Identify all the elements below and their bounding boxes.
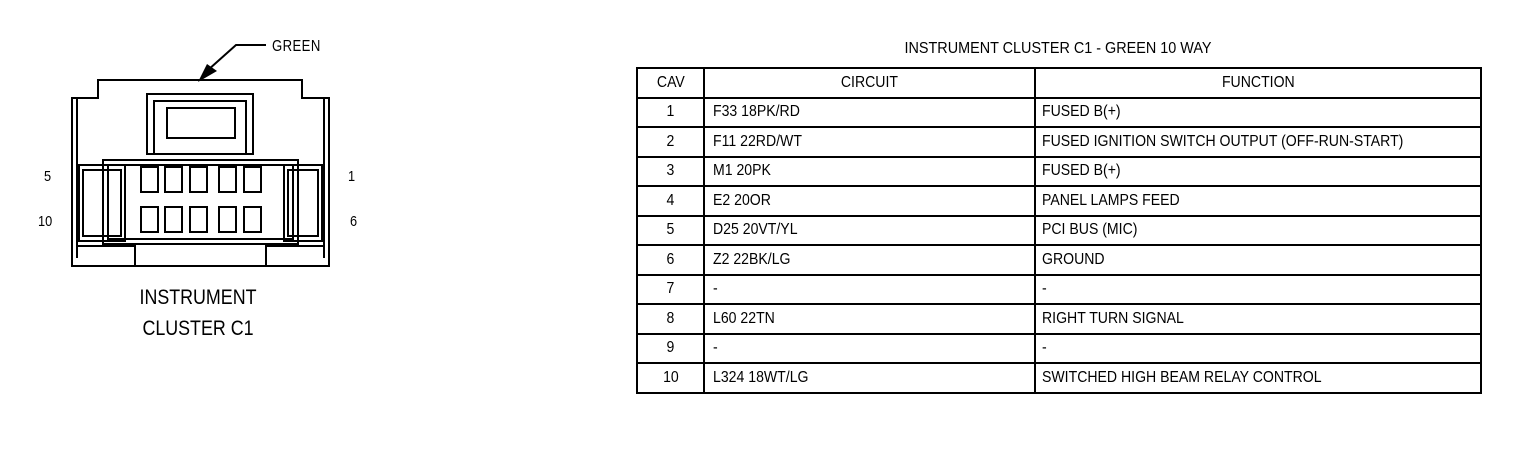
pin-label-top-left: 5 xyxy=(44,168,52,185)
cavity-7 xyxy=(218,206,237,233)
connector-latch-window xyxy=(166,107,236,139)
header-function: FUNCTION xyxy=(1034,67,1482,99)
cavity-1 xyxy=(243,166,262,193)
cavity-3 xyxy=(189,166,208,193)
table-row: 9-- xyxy=(636,332,1482,364)
cell-cav: 8 xyxy=(636,303,705,335)
cavity-9 xyxy=(164,206,183,233)
connector-color-label: GREEN xyxy=(272,38,321,55)
cell-function: PCI BUS (MIC) xyxy=(1034,214,1482,246)
cell-function: PANEL LAMPS FEED xyxy=(1034,185,1482,217)
cell-circuit: L324 18WT/LG xyxy=(703,362,1036,394)
header-circuit: CIRCUIT xyxy=(703,67,1036,99)
pin-label-top-right: 1 xyxy=(348,168,356,185)
connector-housing xyxy=(71,79,330,267)
table-title: INSTRUMENT CLUSTER C1 - GREEN 10 WAY xyxy=(904,40,1212,57)
pin-label-bottom-left: 10 xyxy=(38,213,53,230)
cell-function: GROUND xyxy=(1034,244,1482,276)
cavity-5 xyxy=(140,166,159,193)
cell-function: FUSED B(+) xyxy=(1034,96,1482,128)
side-key-left-inner xyxy=(82,169,122,237)
header-cav: CAV xyxy=(636,67,705,99)
pin-label-bottom-right: 6 xyxy=(350,213,358,230)
cavity-6 xyxy=(243,206,262,233)
cavity-4 xyxy=(164,166,183,193)
side-key-right-inner xyxy=(287,169,319,237)
cell-cav: 1 xyxy=(636,96,705,128)
connector-name-line1: INSTRUMENT xyxy=(139,286,257,309)
table-row: 7-- xyxy=(636,273,1482,305)
cavity-10 xyxy=(140,206,159,233)
cell-circuit: L60 22TN xyxy=(703,303,1036,335)
cell-cav: 5 xyxy=(636,214,705,246)
pin-body-inner xyxy=(107,164,294,240)
cell-cav: 9 xyxy=(636,332,705,364)
housing-foot-left xyxy=(77,245,136,266)
cell-cav: 7 xyxy=(636,273,705,305)
cell-function: FUSED B(+) xyxy=(1034,155,1482,187)
cell-cav: 6 xyxy=(636,244,705,276)
connector-latch-inner xyxy=(153,100,247,155)
cell-circuit: M1 20PK xyxy=(703,155,1036,187)
housing-foot-right xyxy=(265,245,324,266)
color-leader-line xyxy=(207,44,266,71)
cell-function: RIGHT TURN SIGNAL xyxy=(1034,303,1482,335)
cell-cav: 3 xyxy=(636,155,705,187)
side-key-right xyxy=(283,164,323,242)
cell-function: - xyxy=(1034,332,1482,364)
cell-cav: 2 xyxy=(636,126,705,158)
cell-circuit: D25 20VT/YL xyxy=(703,214,1036,246)
cell-circuit: F11 22RD/WT xyxy=(703,126,1036,158)
cell-circuit: F33 18PK/RD xyxy=(703,96,1036,128)
color-leader-arrowhead xyxy=(198,64,217,82)
cell-circuit: E2 20OR xyxy=(703,185,1036,217)
cell-cav: 10 xyxy=(636,362,705,394)
connector-name-line2: CLUSTER C1 xyxy=(142,317,254,340)
cavity-2 xyxy=(218,166,237,193)
cell-function: SWITCHED HIGH BEAM RELAY CONTROL xyxy=(1034,362,1482,394)
cell-function: FUSED IGNITION SWITCH OUTPUT (OFF-RUN-ST… xyxy=(1034,126,1482,158)
cell-circuit: - xyxy=(703,273,1036,305)
side-key-left xyxy=(78,164,126,242)
pin-body xyxy=(102,159,299,245)
connector-latch xyxy=(146,93,254,155)
cell-function: - xyxy=(1034,273,1482,305)
cell-cav: 4 xyxy=(636,185,705,217)
cell-circuit: - xyxy=(703,332,1036,364)
table-header-row: CAV CIRCUIT FUNCTION xyxy=(636,67,1482,99)
cavity-8 xyxy=(189,206,208,233)
cell-circuit: Z2 22BK/LG xyxy=(703,244,1036,276)
